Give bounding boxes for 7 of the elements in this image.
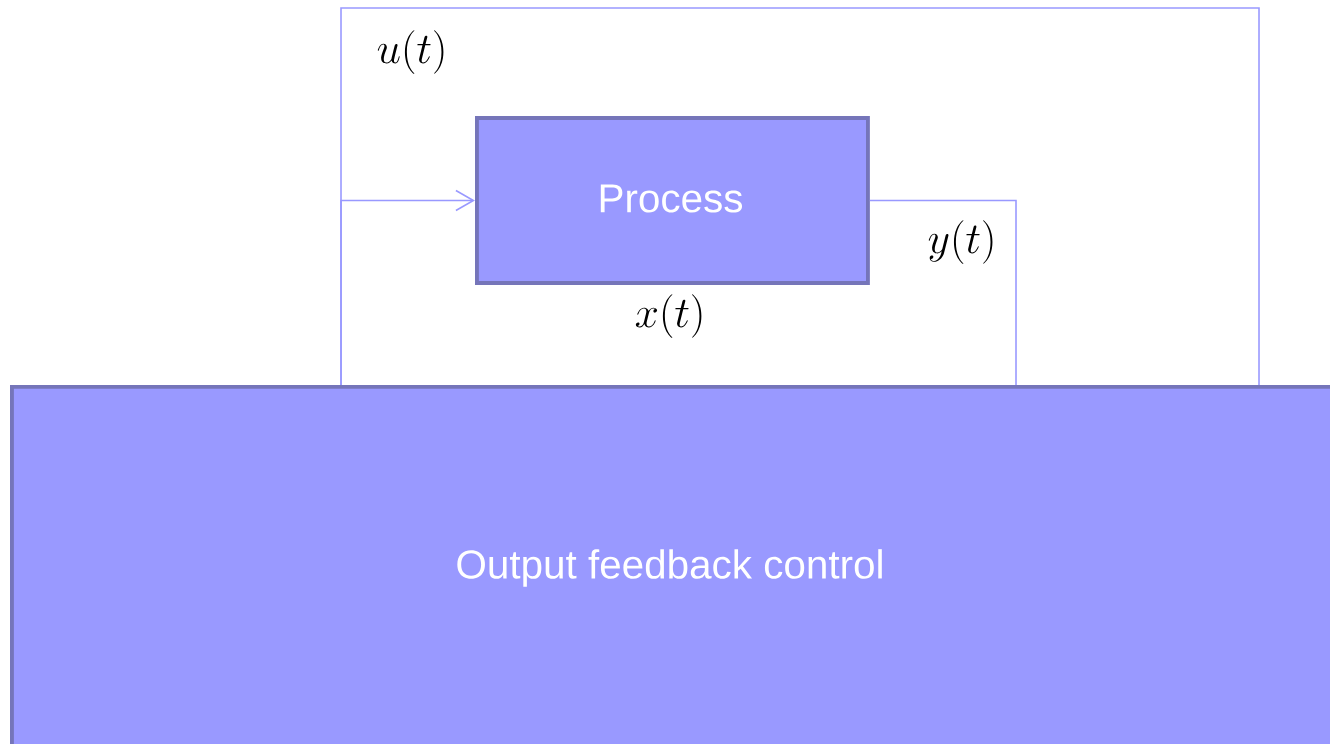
- signal-label: $x(t)$: [635, 294, 702, 338]
- edge-label: $y(t)$: [925, 218, 999, 266]
- box-label: Process: [600, 184, 742, 213]
- box-label: Output feedback control: [457, 549, 882, 587]
- edge-label: $u(t)$: [374, 28, 450, 76]
- process-box: [475, 116, 870, 285]
- process-box: [10, 385, 1330, 744]
